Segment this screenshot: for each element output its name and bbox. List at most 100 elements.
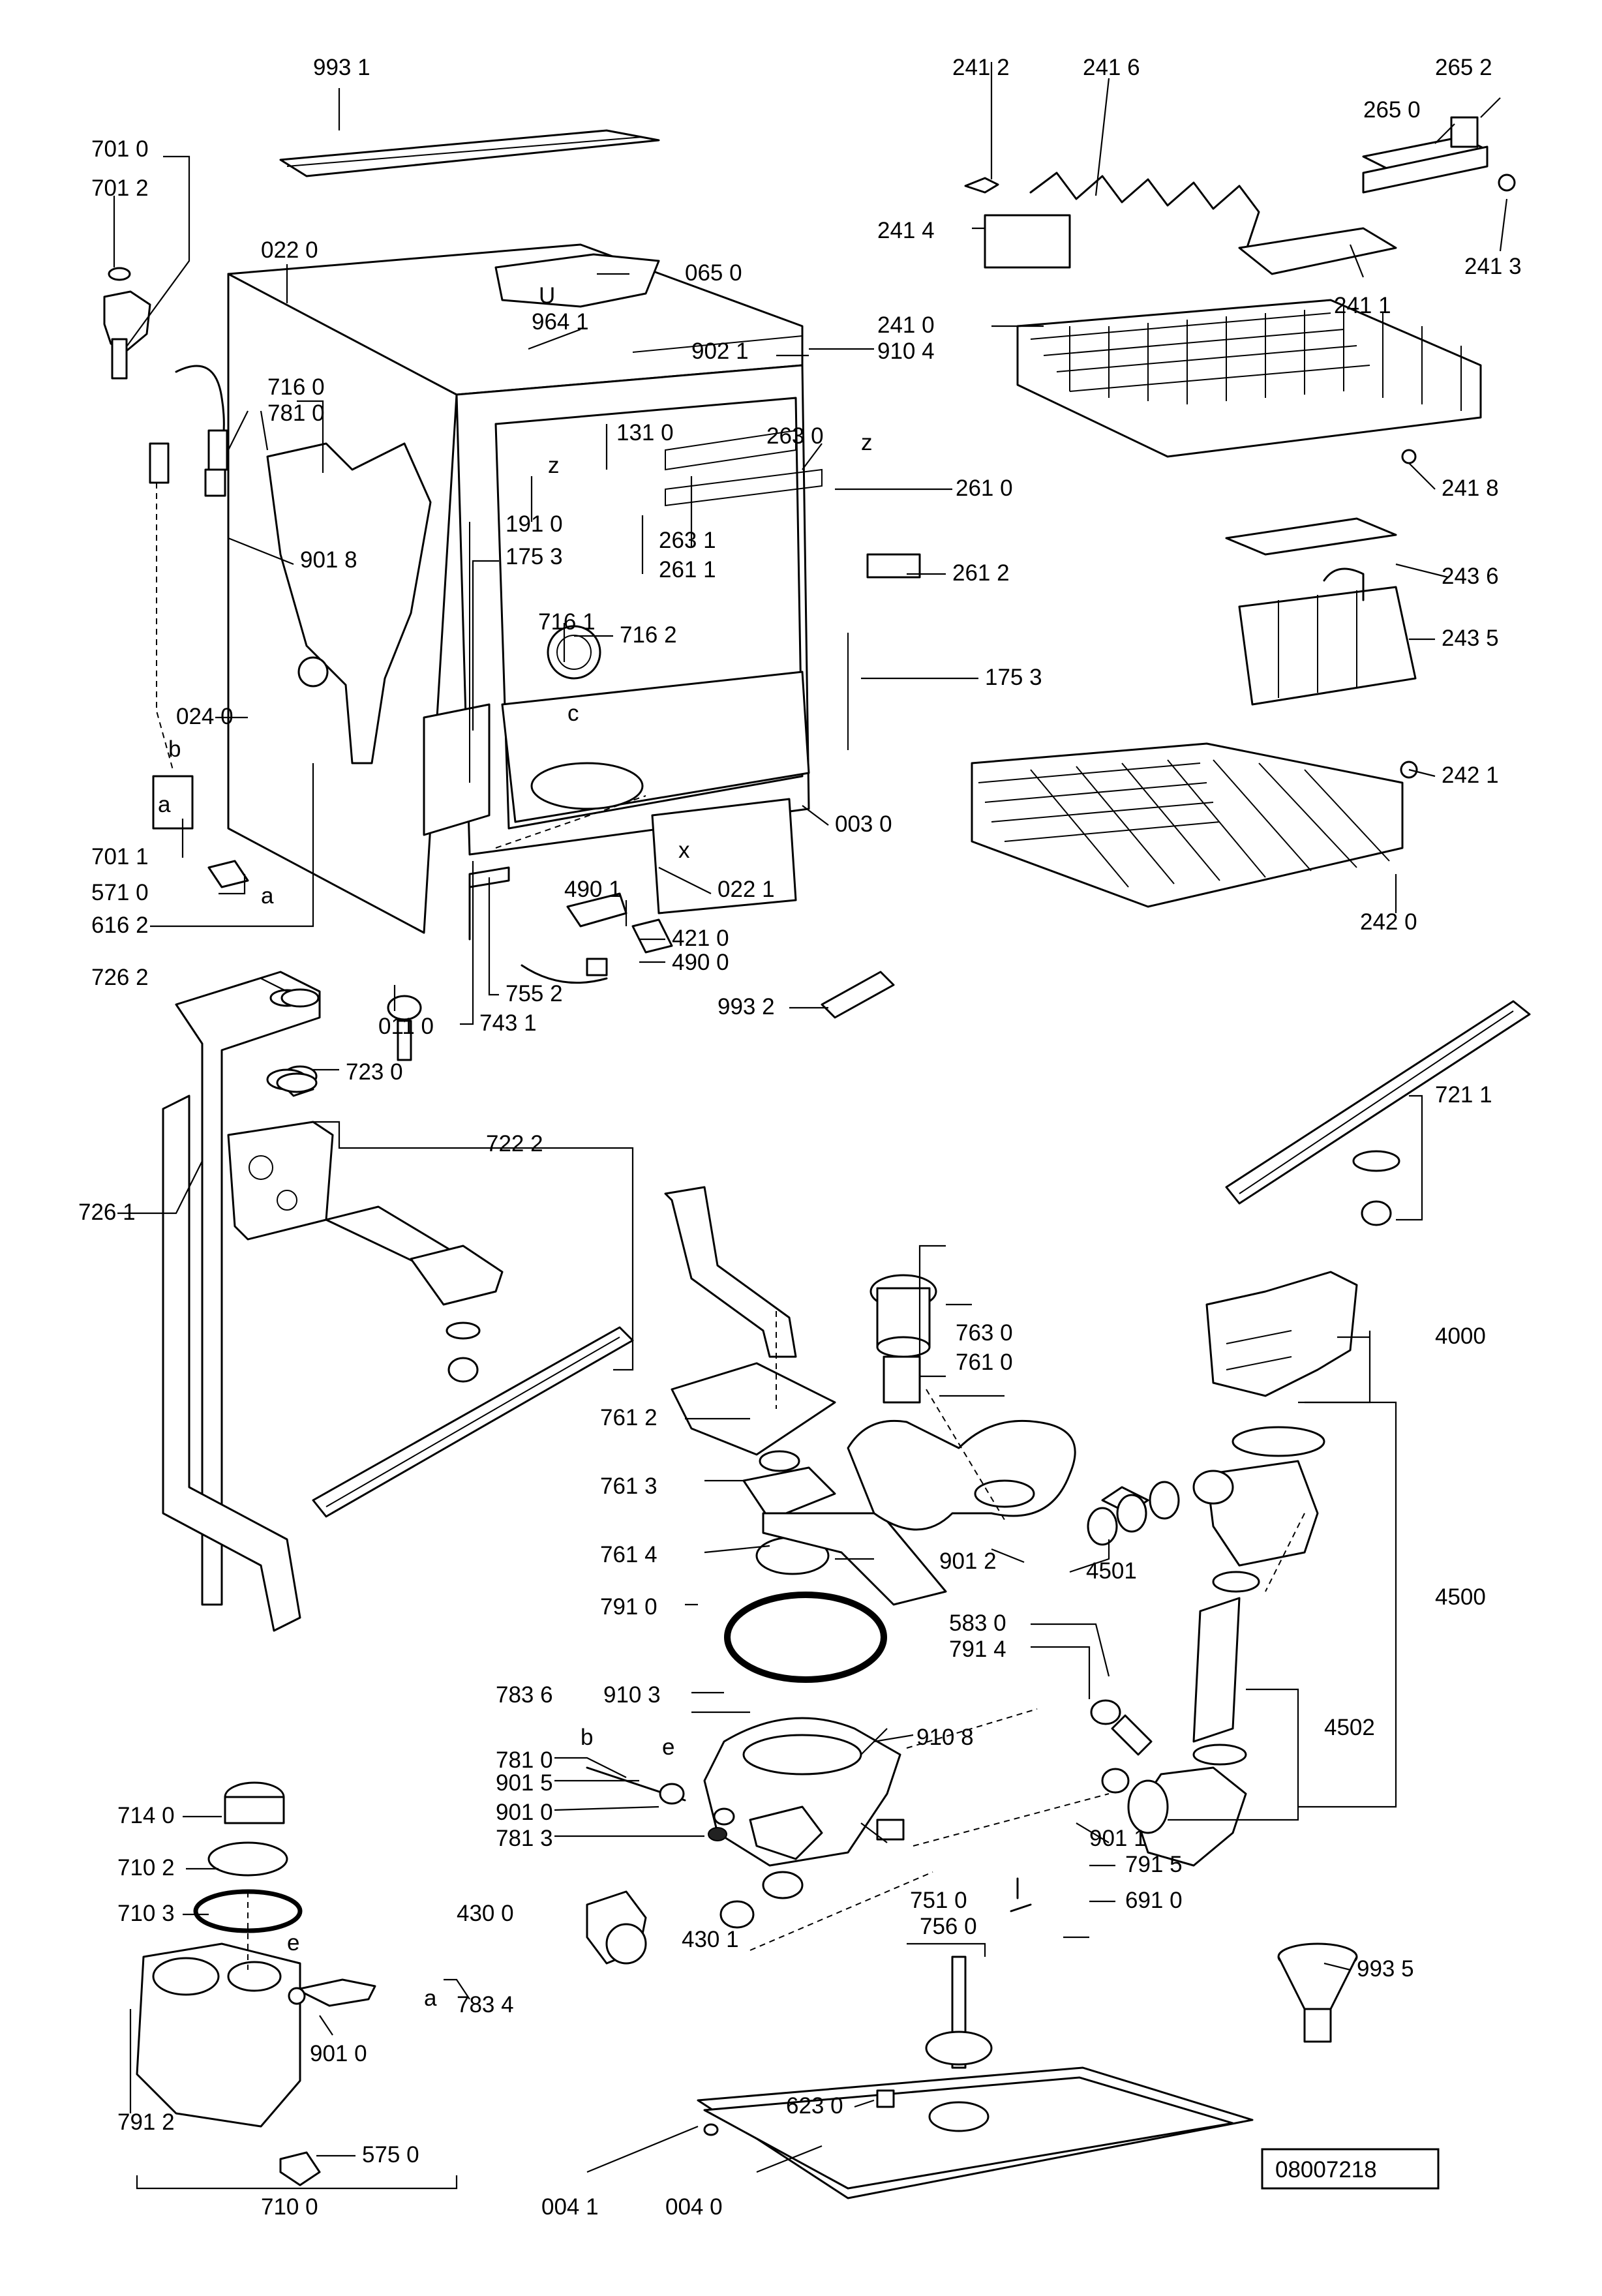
leader-lines [113,62,1508,2190]
label-726-1: 726 1 [78,1200,136,1225]
label-024-0: 024 0 [176,704,234,729]
label-993-2: 993 2 [718,994,775,1020]
label-242-1: 242 1 [1442,763,1499,788]
label-616-2: 616 2 [91,913,149,938]
label-791-2: 791 2 [117,2109,175,2135]
label-011-0: 011 0 [378,1014,434,1039]
letter-z: z [548,453,560,478]
label-241-0: 241 0 [877,312,935,338]
label-761-0: 761 0 [956,1350,1013,1375]
letter-e: e [287,1930,299,1956]
label-901-1: 901 1 [1089,1826,1147,1851]
label-781-0-top: 781 0 [267,400,325,426]
label-131-0: 131 0 [616,420,674,446]
label-490-0: 490 0 [672,950,729,975]
label-261-1: 261 1 [659,557,716,582]
label-022-0: 022 0 [261,237,318,263]
letter-z: z [861,430,873,455]
label-781-0-mid: 781 0 [496,1747,553,1773]
label-242-0: 242 0 [1360,909,1417,935]
upper-spray-arm-drawing [312,1205,634,1518]
label-241-4: 241 4 [877,218,935,243]
label-243-5: 243 5 [1442,626,1499,651]
label-716-0: 716 0 [267,374,325,400]
letter-a: a [261,883,274,909]
label-421-0: 421 0 [672,926,729,951]
label-783-4: 783 4 [457,1992,514,2017]
lower-spray-arm-drawing [1225,1000,1531,1226]
reference-lines [247,795,1305,1970]
label-241-3: 241 3 [1464,254,1522,279]
label-721-1: 721 1 [1435,1082,1492,1108]
label-003-0: 003 0 [835,811,892,837]
label-263-0: 263 0 [766,423,824,449]
label-901-5: 901 5 [496,1770,553,1796]
label-710-0: 710 0 [261,2194,318,2220]
label-241-2: 241 2 [952,55,1010,80]
label-701-2: 701 2 [91,175,149,201]
drawing-number: 08007218 [1275,2157,1377,2183]
label-714-0: 714 0 [117,1803,175,1828]
label-791-4: 791 4 [949,1637,1006,1662]
label-716-1: 716 1 [538,609,596,635]
label-993-5: 993 5 [1357,1956,1414,1982]
label-791-0: 791 0 [600,1594,657,1620]
label-761-2: 761 2 [600,1405,657,1430]
reference-letters: a b a a b e e z z U c x [158,283,873,2011]
label-583-0: 583 0 [949,1610,1006,1636]
label-575-0: 575 0 [362,2142,419,2168]
label-261-2: 261 2 [952,560,1010,586]
label-901-0-mid: 901 0 [496,1800,553,1825]
heater-pump-drawing [1010,1271,1358,1912]
label-265-0: 265 0 [1363,97,1421,123]
label-723-0: 723 0 [346,1059,403,1085]
label-065-0: 065 0 [685,260,742,286]
label-701-0: 701 0 [91,136,149,162]
label-4500: 4500 [1435,1584,1486,1610]
sump-assembly-drawing [586,1186,1076,1965]
label-726-2: 726 2 [91,965,149,990]
label-4000: 4000 [1435,1323,1486,1349]
label-756-0: 756 0 [920,1914,977,1939]
label-910-8: 910 8 [916,1725,974,1750]
label-722-2: 722 2 [486,1131,543,1156]
part-labels: 993 1 701 0 701 2 022 0 065 0 964 1 902 … [78,55,1522,2220]
letter-u: U [539,283,555,309]
label-910-4: 910 4 [877,339,935,364]
label-191-0: 191 0 [506,511,563,537]
letter-e: e [662,1734,674,1760]
label-964-1: 964 1 [532,309,589,335]
label-430-1: 430 1 [682,1927,739,1952]
label-716-2: 716 2 [620,622,677,648]
label-265-2: 265 2 [1435,55,1492,80]
letter-c: c [567,701,579,726]
label-993-1: 993 1 [313,55,370,80]
label-710-2: 710 2 [117,1855,175,1881]
label-175-3-left: 175 3 [506,544,563,569]
drawing-number-box: 08007218 [1261,2148,1440,2190]
label-261-0: 261 0 [956,476,1013,501]
label-571-0: 571 0 [91,880,149,905]
base-plate-drawing [697,1956,1254,2199]
top-trim-strip-drawing [279,129,660,177]
label-701-1: 701 1 [91,844,149,869]
label-791-5: 791 5 [1125,1852,1183,1877]
letter-a: a [158,792,171,817]
letter-b: b [168,736,181,762]
letter-x: x [678,838,690,863]
label-910-3: 910 3 [603,1682,661,1708]
upper-rack-drawing [964,116,1516,706]
label-763-0: 763 0 [956,1320,1013,1346]
label-743-1: 743 1 [479,1010,537,1036]
label-783-6: 783 6 [496,1682,553,1708]
label-761-4: 761 4 [600,1542,657,1567]
lower-rack-drawing [971,742,1418,908]
label-430-0: 430 0 [457,1901,514,1926]
label-623-0: 623 0 [786,2093,843,2119]
label-241-8: 241 8 [1442,476,1499,501]
label-490-1: 490 1 [564,877,622,902]
label-901-0-low: 901 0 [310,2041,367,2066]
letter-b: b [581,1725,593,1750]
label-901-2: 901 2 [939,1548,997,1574]
